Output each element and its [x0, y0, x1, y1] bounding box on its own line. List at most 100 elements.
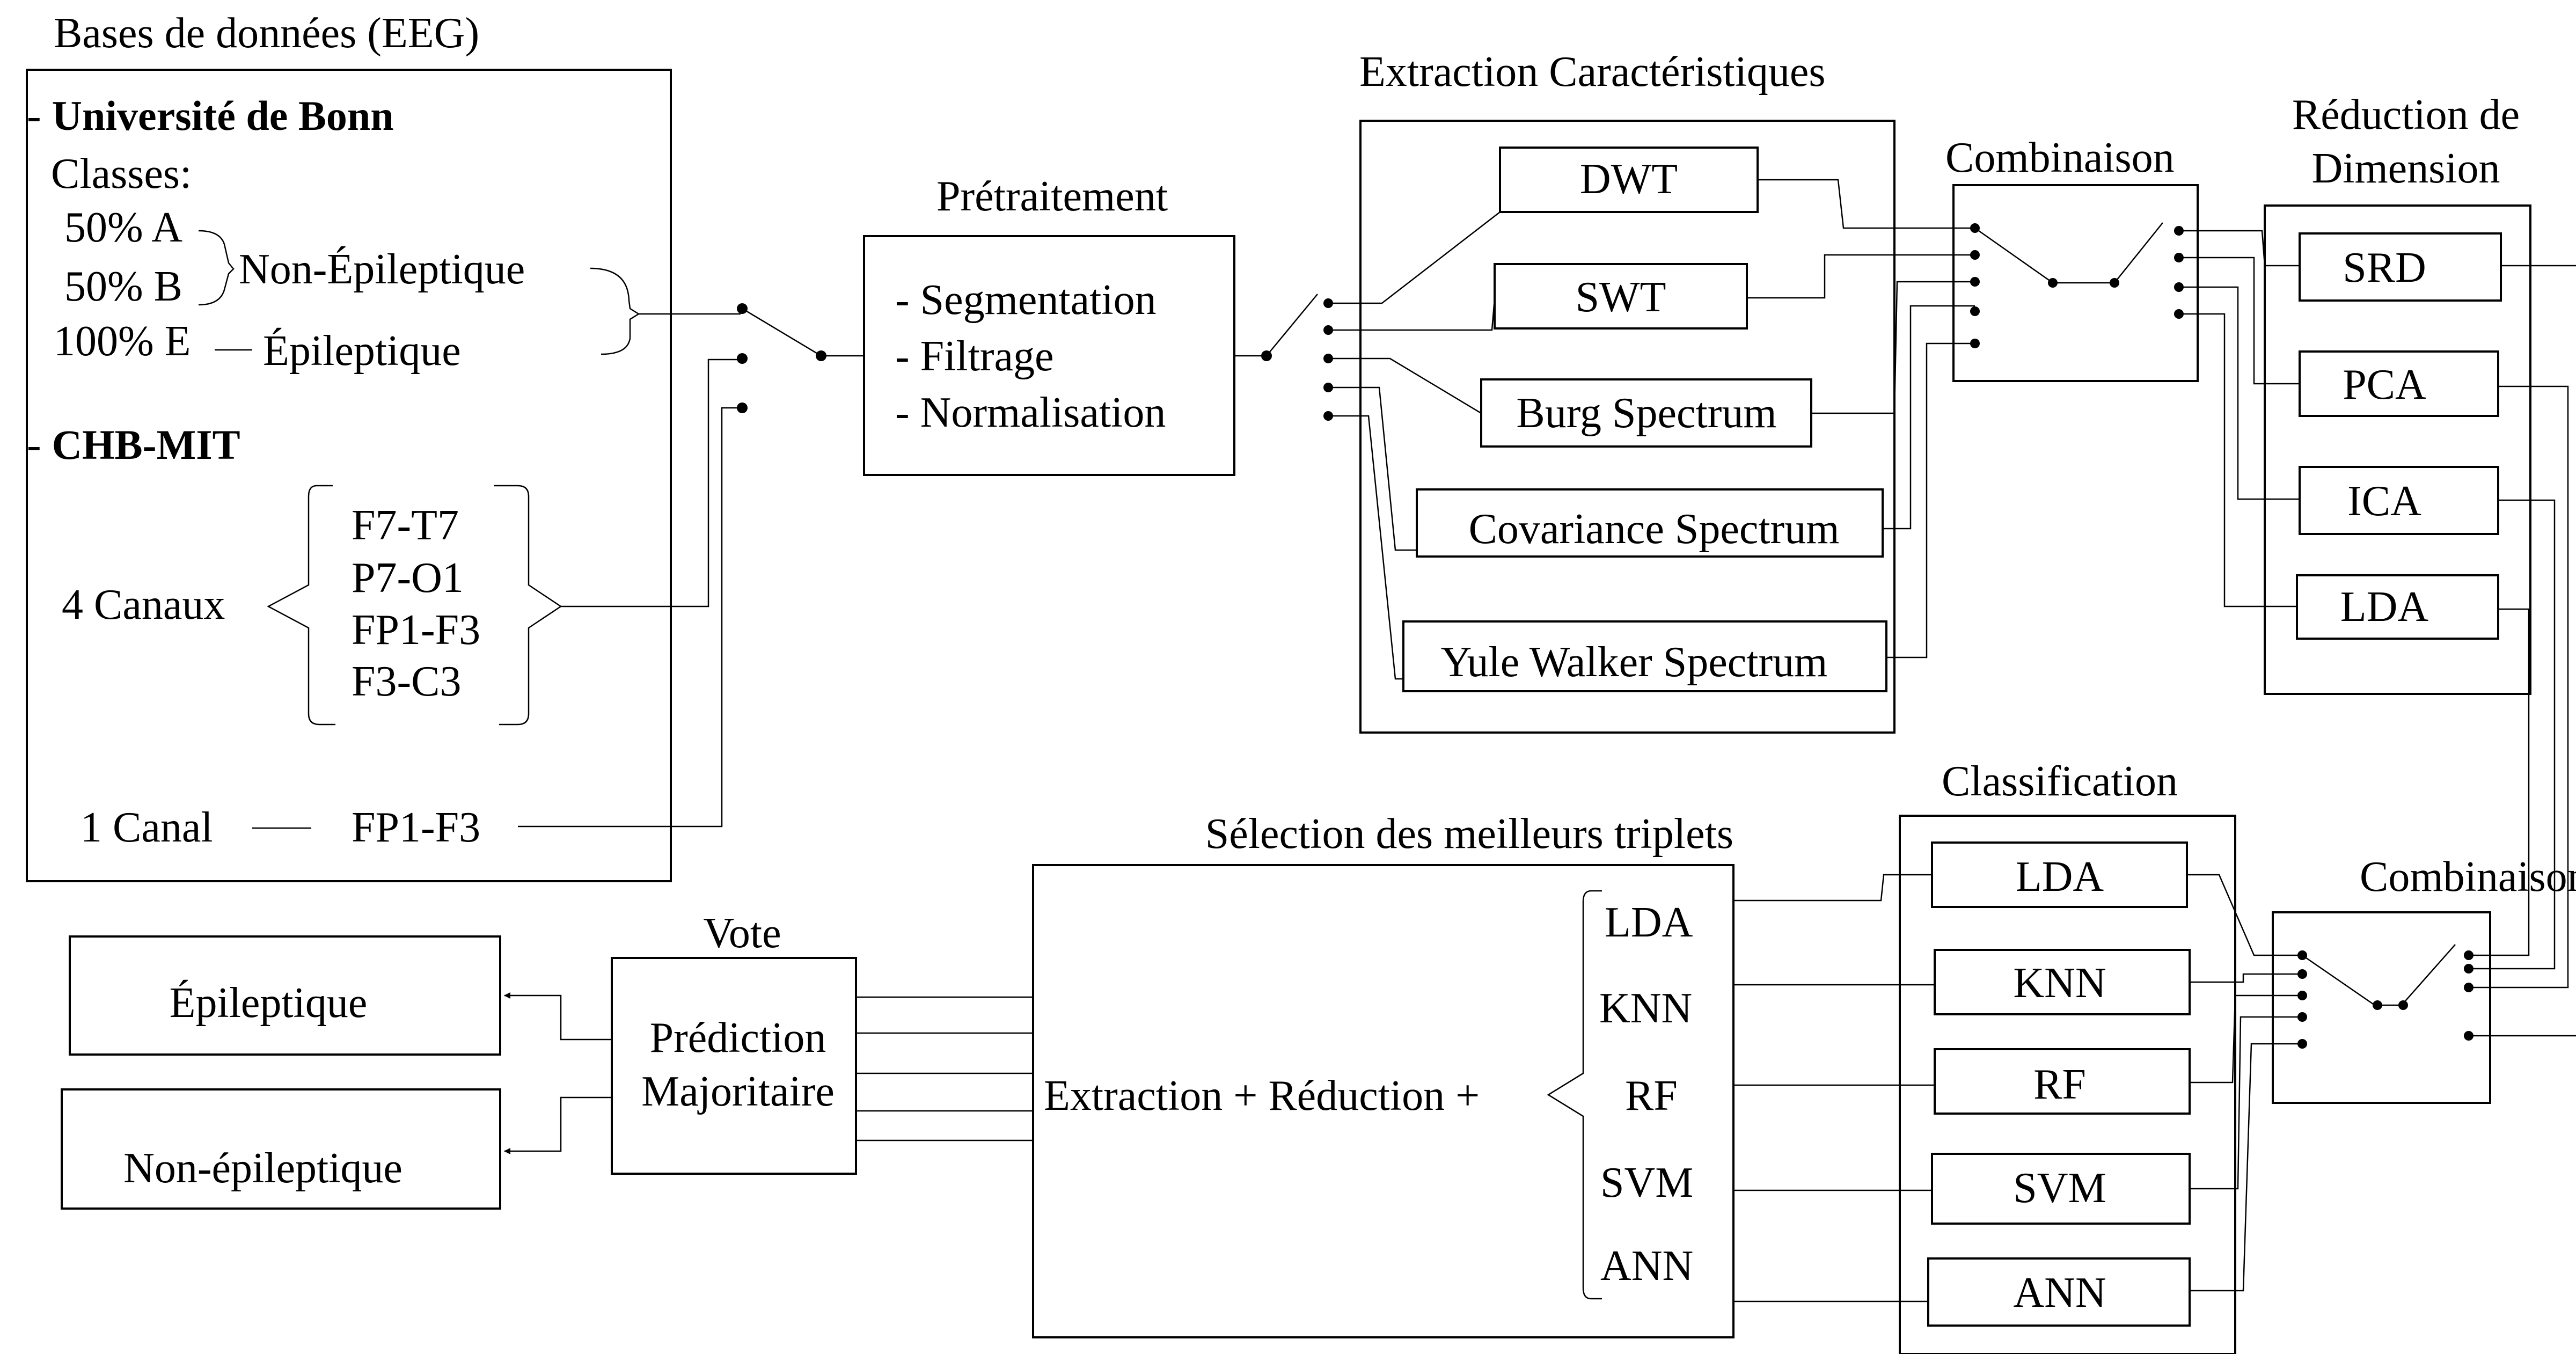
selection-box [1032, 864, 1735, 1338]
four-channels-label: 4 Canaux [62, 581, 225, 628]
covariance-spectrum-box [1416, 488, 1884, 558]
svm-classifier-label: SVM [2013, 1165, 2106, 1212]
epileptic-output-label: Épileptique [170, 979, 368, 1027]
classification-title: Classification [1942, 758, 2178, 805]
single-channel-label: FP1-F3 [352, 804, 480, 851]
reduction-title-line1: Réduction de [2292, 91, 2520, 138]
reduction-box [2264, 204, 2531, 695]
combination-2-box [2272, 911, 2491, 1104]
extraction-box [1359, 120, 1896, 734]
preprocessing-title: Prétraitement [936, 173, 1168, 220]
covariance-spectrum-label: Covariance Spectrum [1469, 506, 1840, 553]
class-a-label: 50% A [64, 204, 182, 251]
channels-left-brace [267, 485, 335, 726]
yule-walker-spectrum-label: Yule Walker Spectrum [1441, 639, 1828, 686]
selection-ann: ANN [1600, 1242, 1693, 1290]
step-segmentation: - Segmentation [895, 276, 1157, 324]
selection-lda: LDA [1605, 899, 1693, 946]
combination-2-switch [2302, 944, 2456, 1006]
reduction-title-line2: Dimension [2311, 145, 2500, 192]
rf-classifier-box [1934, 1048, 2191, 1115]
step-filtrage: - Filtrage [895, 333, 1053, 380]
databases-box [26, 69, 672, 882]
extraction-output-wiring [1747, 179, 1975, 658]
step-normalisation: - Normalisation [895, 389, 1166, 436]
bonn-heading: - Université de Bonn [27, 92, 394, 140]
channels-right-brace [494, 485, 562, 726]
chb-name: CHB-MIT [52, 421, 240, 468]
selection-title: Sélection des meilleurs triplets [1205, 810, 1733, 858]
extraction-section: Extraction Caractéristiques DWT SWT Burg… [1359, 48, 1896, 734]
databases-section: Bases de données (EEG) - Université de B… [26, 10, 672, 882]
combination-1-section: Combinaison [1945, 134, 2199, 382]
channel-f7-t7: F7-T7 [352, 502, 459, 549]
epileptic-output-box [69, 935, 501, 1056]
combination-2-section: Combinaison [2272, 853, 2576, 1104]
combination-1-box [1952, 184, 2199, 382]
extraction-title: Extraction Caractéristiques [1359, 48, 1826, 96]
reduction-output-wiring [2469, 265, 2576, 1037]
burg-spectrum-label: Burg Spectrum [1516, 390, 1776, 437]
chb-heading: - CHB-MIT [27, 421, 240, 469]
non-epileptic-class-label: Non-Épileptique [239, 246, 525, 293]
classification-section: Classification LDA KNN RF SVM ANN [1899, 758, 2236, 1354]
class-a-brace [198, 230, 233, 269]
selection-to-vote-wiring [856, 996, 1033, 1141]
preprocessing-section: Prétraitement - Segmentation - Filtrage … [863, 173, 1235, 476]
classification-output-wiring [2187, 874, 2302, 1292]
bonn-name: Université de Bonn [52, 92, 394, 139]
databases-title: Bases de données (EEG) [54, 10, 479, 57]
selection-knn: KNN [1599, 985, 1692, 1032]
vote-title: Vote [703, 910, 781, 957]
one-channel-label: 1 Canal [80, 804, 213, 851]
channel-fp1-f3: FP1-F3 [352, 606, 480, 654]
ica-label: ICA [2347, 478, 2421, 525]
lda-classifier-label: LDA [2016, 853, 2104, 901]
swt-label: SWT [1576, 274, 1666, 321]
class-e-label: 100% E [54, 318, 191, 365]
bonn-classes-brace [590, 267, 640, 355]
non-epileptic-output-label: Non-épileptique [123, 1145, 402, 1192]
pca-box [2299, 350, 2499, 417]
classes-label: Classes: [51, 150, 192, 197]
ann-classifier-label: ANN [2013, 1269, 2106, 1316]
lda-reduction-label: LDA [2340, 583, 2429, 631]
vote-line1: Prédiction [650, 1014, 826, 1062]
input-wiring [518, 303, 864, 828]
classifier-list-brace [1547, 890, 1602, 1300]
arrow-to-non-epileptic [504, 1096, 612, 1154]
switch-terminal-2 [737, 353, 748, 364]
combination-1-title: Combinaison [1945, 134, 2175, 181]
reduction-section: Réduction de Dimension SRD PCA ICA LDA [2264, 91, 2531, 695]
channel-p7-o1: P7-O1 [352, 554, 464, 602]
pca-label: PCA [2343, 361, 2426, 408]
combination-2-title: Combinaison [2360, 853, 2576, 901]
srd-label: SRD [2343, 244, 2426, 291]
selection-section: Sélection des meilleurs triplets Extract… [1032, 810, 1935, 1338]
class-b-label: 50% B [64, 263, 182, 310]
input-switch-blade [742, 308, 822, 357]
srd-box [2299, 232, 2502, 302]
epileptic-class-label: Épileptique [263, 327, 461, 375]
non-epileptic-output-box [61, 1088, 501, 1210]
arrow-to-epileptic [504, 992, 612, 1041]
preprocessing-output-switch [1234, 211, 1501, 680]
vote-line2: Majoritaire [641, 1068, 835, 1115]
lda-reduction-box [2296, 574, 2499, 640]
knn-classifier-label: KNN [2013, 960, 2106, 1007]
channel-f3-c3: F3-C3 [352, 658, 462, 705]
swt-box [1494, 263, 1748, 330]
selection-svm: SVM [1600, 1159, 1693, 1206]
rf-classifier-label: RF [2033, 1061, 2086, 1108]
yule-walker-spectrum-box [1402, 620, 1887, 692]
selection-formula: Extraction + Réduction + [1044, 1072, 1480, 1119]
class-b-brace [198, 268, 235, 306]
switch-terminal-3 [737, 402, 748, 413]
vote-box [611, 957, 857, 1175]
ann-classifier-box [1927, 1257, 2191, 1327]
selection-rf: RF [1625, 1072, 1678, 1119]
dwt-label: DWT [1580, 156, 1678, 203]
combination-1-output-wiring [2179, 230, 2300, 608]
outputs-section: Épileptique Non-épileptique [61, 935, 501, 1210]
